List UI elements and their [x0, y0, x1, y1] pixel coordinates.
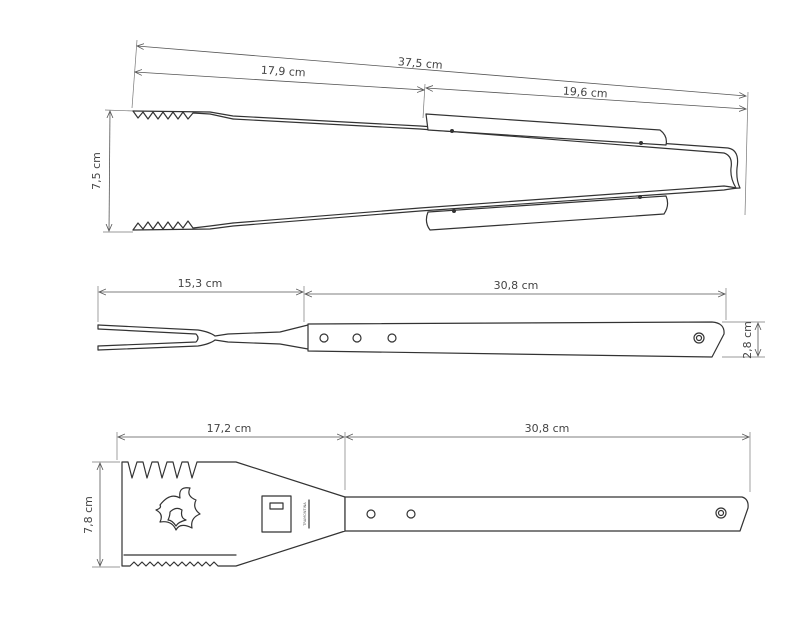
- tongs-height-dimension-line: [109, 111, 110, 231]
- fork-handle-label: 30,8 cm: [494, 279, 539, 292]
- spatula-width-label: 7,8 cm: [82, 496, 95, 534]
- tongs-handle-dimension-line: [426, 88, 746, 109]
- fork-height-label: 2,8 cm: [741, 321, 754, 359]
- tongs-overall-label: 37,5 cm: [397, 55, 443, 72]
- tongs-drawing: 37,5 cm 17,9 cm 19,6 cm 7,5 cm: [90, 39, 749, 233]
- spatula-handle-label: 30,8 cm: [525, 422, 570, 435]
- spatula-drawing: TRAMONTINA 17,2 cm 30,8 cm 7,8 cm: [82, 422, 751, 568]
- tramontina-logo: TRAMONTINA: [303, 499, 310, 529]
- fork-tine-label: 15,3 cm: [178, 277, 223, 290]
- flame-emblem-icon: [155, 487, 201, 531]
- spatula-logo-text: TRAMONTINA: [303, 502, 307, 527]
- spatula-blade-label: 17,2 cm: [207, 422, 252, 435]
- tongs-height-label: 7,5 cm: [90, 152, 103, 190]
- tongs-tip-dimension-line: [135, 72, 424, 90]
- tongs-handle-label: 19,6 cm: [562, 85, 608, 101]
- fork-drawing: 15,3 cm 30,8 cm 2,8 cm: [97, 277, 765, 359]
- tongs-tip-label: 17,9 cm: [260, 64, 305, 80]
